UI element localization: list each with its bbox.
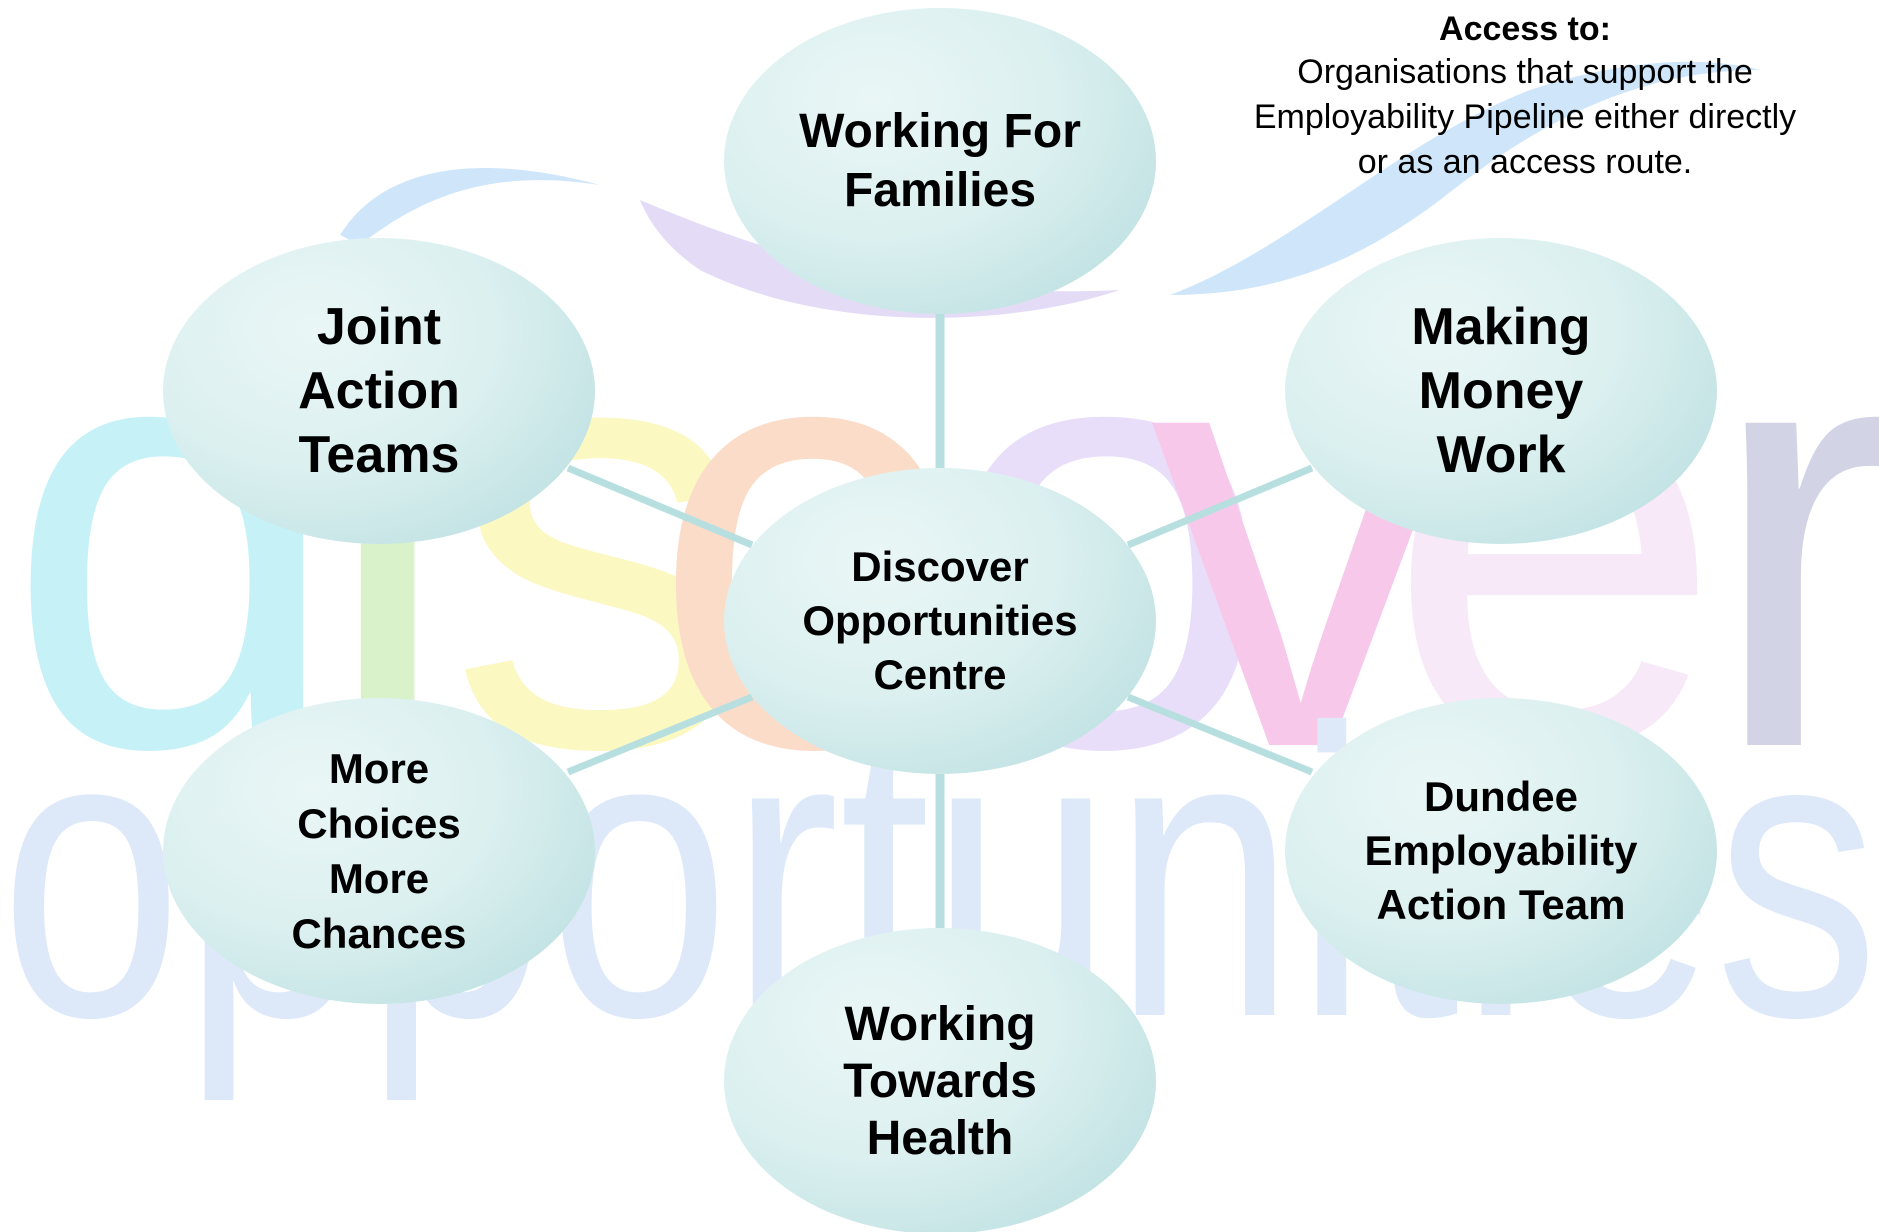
connector-right-bottom bbox=[1126, 693, 1314, 776]
access-info-title: Access to: bbox=[1439, 10, 1611, 48]
node-working-for-families: Working For Families bbox=[724, 8, 1156, 314]
node-label: Dundee Employability Action Team bbox=[1364, 773, 1638, 928]
swoosh-purple bbox=[640, 200, 1120, 318]
node-joint-action-teams: Joint Action Teams bbox=[163, 238, 595, 544]
node-discover-opportunities-centre: Discover Opportunities Centre bbox=[724, 468, 1156, 774]
node-label: Working Towards Health bbox=[843, 997, 1037, 1165]
node-label: Working For Families bbox=[799, 105, 1081, 217]
node-working-towards-health: Working Towards Health bbox=[724, 928, 1156, 1232]
watermark-letter-r: r bbox=[1705, 194, 1879, 875]
access-info-text: Organisations that support the Employabi… bbox=[1253, 53, 1797, 181]
node-more-choices-more-chances: More Choices More Chances bbox=[163, 698, 595, 1004]
connector-left-top bbox=[566, 464, 754, 549]
node-label: More Choices More Chances bbox=[291, 745, 467, 957]
node-label: Joint Action Teams bbox=[298, 298, 460, 484]
connector-left-bottom bbox=[566, 693, 754, 776]
connector-right-top bbox=[1126, 464, 1314, 549]
swoosh-blue-left bbox=[340, 167, 600, 245]
swoosh-blue-right bbox=[1170, 61, 1760, 295]
node-dundee-employability-action-team: Dundee Employability Action Team bbox=[1285, 698, 1717, 1004]
access-info: Access to: Organisations that support th… bbox=[1190, 8, 1860, 185]
node-label: Making Money Work bbox=[1411, 298, 1591, 484]
node-making-money-work: Making Money Work bbox=[1285, 238, 1717, 544]
node-label: Discover Opportunities Centre bbox=[802, 543, 1078, 698]
